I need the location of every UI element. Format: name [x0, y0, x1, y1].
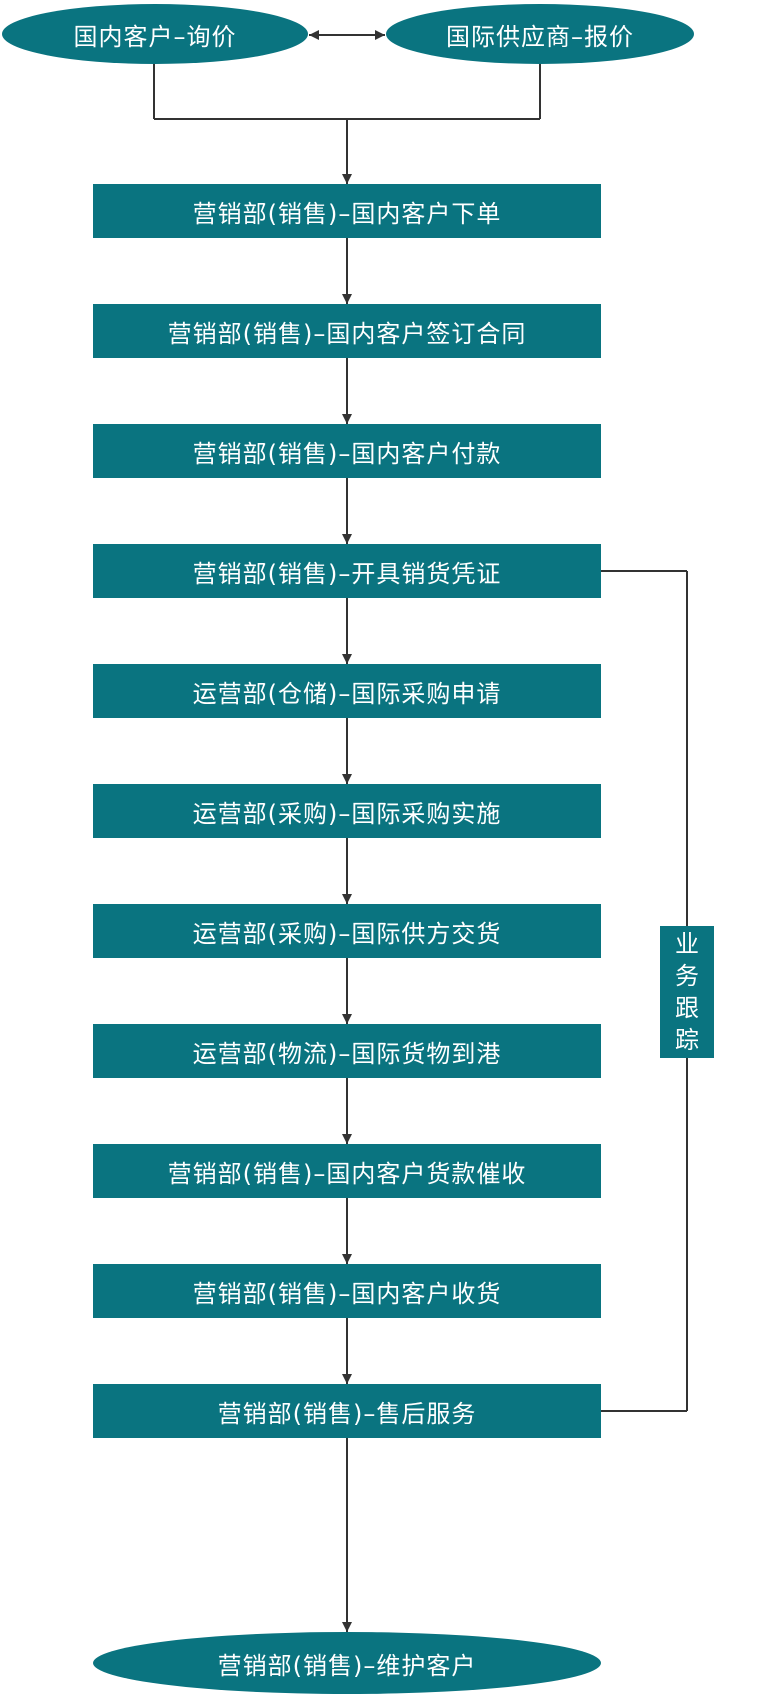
process-step: 营销部(销售)–国内客户签订合同	[93, 304, 601, 358]
process-step: 运营部(采购)–国际采购实施	[93, 784, 601, 838]
process-step-label: 营销部(销售)–售后服务	[217, 1399, 477, 1428]
process-step-label: 运营部(物流)–国际货物到港	[192, 1039, 502, 1068]
process-step-label: 营销部(销售)–国内客户付款	[192, 439, 502, 468]
start-node-domestic-inquiry: 国内客户–询价	[2, 4, 308, 64]
process-step: 营销部(销售)–国内客户付款	[93, 424, 601, 478]
process-step: 运营部(仓储)–国际采购申请	[93, 664, 601, 718]
process-step-label: 运营部(采购)–国际供方交货	[192, 919, 502, 948]
process-step-label: 营销部(销售)–开具销货凭证	[192, 559, 502, 588]
process-step: 营销部(销售)–售后服务	[93, 1384, 601, 1438]
process-step: 营销部(销售)–国内客户下单	[93, 184, 601, 238]
process-step-label: 营销部(销售)–国内客户签订合同	[167, 319, 527, 348]
side-label-char: 踪	[675, 1026, 699, 1054]
side-label-char: 务	[675, 962, 699, 990]
process-step: 运营部(物流)–国际货物到港	[93, 1024, 601, 1078]
start-node-domestic-inquiry-label: 国内客户–询价	[73, 22, 237, 51]
side-label-char: 业	[675, 930, 699, 958]
process-step: 运营部(采购)–国际供方交货	[93, 904, 601, 958]
start-node-supplier-quote: 国际供应商–报价	[386, 4, 694, 64]
start-node-supplier-quote-label: 国际供应商–报价	[446, 22, 634, 51]
process-step-label: 运营部(仓储)–国际采购申请	[192, 679, 502, 708]
process-step: 营销部(销售)–国内客户货款催收	[93, 1144, 601, 1198]
process-step-label: 营销部(销售)–国内客户货款催收	[167, 1159, 527, 1188]
process-step-label: 运营部(采购)–国际采购实施	[192, 799, 502, 828]
end-node-maintain-customer: 营销部(销售)–维护客户	[93, 1632, 601, 1694]
side-label-char: 跟	[675, 994, 699, 1022]
process-step: 营销部(销售)–国内客户收货	[93, 1264, 601, 1318]
process-step-label: 营销部(销售)–国内客户收货	[192, 1279, 502, 1308]
business-tracking-label: 业 务 跟 踪	[660, 926, 714, 1058]
process-step: 营销部(销售)–开具销货凭证	[93, 544, 601, 598]
process-step-label: 营销部(销售)–国内客户下单	[192, 199, 502, 228]
end-node-maintain-customer-label: 营销部(销售)–维护客户	[217, 1651, 477, 1680]
